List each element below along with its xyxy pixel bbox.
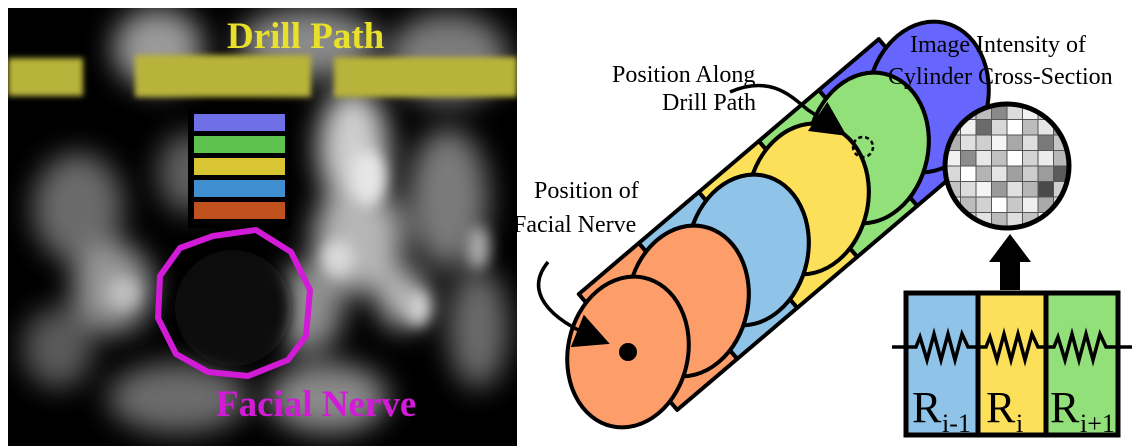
facial-nerve-dot [619,343,637,361]
cross-section-pixel [992,166,1008,182]
cross-section-pixel [1023,135,1039,151]
position-along-label-2: Drill Path [662,90,756,116]
facial-position-label-2: Facial Nerve [513,212,636,238]
cross-section-pixel [1007,120,1023,136]
cross-section-pixel [976,135,992,151]
cross-section-pixel [1023,120,1039,136]
cross-section-pixel [1007,197,1023,213]
cross-section-pixel [992,135,1008,151]
cross-section-pixel [976,182,992,198]
resistor-sub-prev: i-1 [942,409,971,438]
cross-section-pixel [961,182,977,198]
cross-section-pixel [1023,197,1039,213]
cross-section-pixel [976,197,992,213]
intensity-label-2: Cylinder Cross-Section [888,64,1113,90]
cross-section-pixel [1007,166,1023,182]
cross-section-pixel [1007,151,1023,167]
facial-position-label-1: Position of [534,178,639,204]
cross-section-pixel [1023,182,1039,198]
cross-section-pixel [1007,135,1023,151]
cross-section-pixel [961,135,977,151]
cross-section-pixel [976,166,992,182]
cross-section-pixel [1038,151,1054,167]
cross-section-pixel [1054,104,1070,120]
cross-section-pixel [992,151,1008,167]
resistor-chain: R i-1 R i R i+1 [892,293,1132,438]
resistor-sub-next: i+1 [1080,409,1115,438]
cross-section-pixel [1054,213,1070,229]
cross-section-pixel [961,151,977,167]
cross-section-pixel [1023,151,1039,167]
resistor-label-current: R [986,383,1016,432]
cross-section-pixel [976,151,992,167]
up-arrow-icon [989,234,1031,290]
cross-section-pixel [976,120,992,136]
cross-section-pixel [1007,182,1023,198]
cross-section-pixel [1038,182,1054,198]
cross-section-pixel [945,213,961,229]
cross-section-pixel [1038,166,1054,182]
position-along-label-1: Position Along [612,62,755,88]
resistor-sub-current: i [1016,409,1023,438]
cross-section-pixel [1038,135,1054,151]
cross-section-pixel [992,197,1008,213]
resistor-label-next: R [1050,383,1080,432]
intensity-label-1: Image Intensity of [910,32,1086,58]
resistor-label-prev: R [912,383,942,432]
cross-section-pixel [1023,166,1039,182]
cross-section-pixel [961,166,977,182]
cross-section-pixel [992,120,1008,136]
cross-section-pixel [992,182,1008,198]
